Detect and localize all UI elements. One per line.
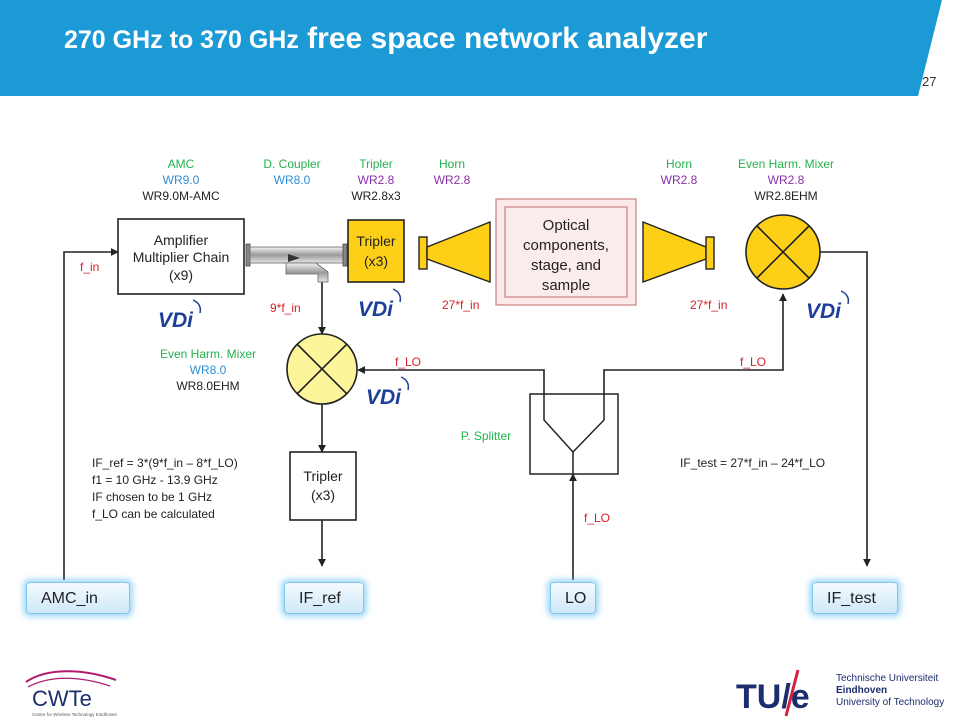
amc-in-port-label: AMC_in [41,590,98,607]
horn-1 [418,220,491,284]
header-band [0,0,942,96]
vdi-logo: VDi [158,299,202,332]
cwte-subtitle: Centre for Wireless Technology Eindhoven [32,712,117,717]
if-ref-port-label: IF_ref [299,590,341,607]
directional-coupler [245,243,348,283]
if-ref-notes: IF_ref = 3*(9*f_in – 8*f_LO) f1 = 10 GHz… [92,456,238,521]
tue-line: University of Technology [836,697,944,708]
horn-1-name: Horn [439,157,465,171]
signal-27f-in-left: 27*f_in [442,298,479,312]
coupler-name: D. Coupler [263,157,320,171]
if-test-port-button[interactable]: IF_test [812,582,898,614]
signal-f-in: f_in [80,260,99,274]
power-splitter [529,393,619,475]
page-number: 27 [922,74,937,89]
lo-port-label: LO [565,590,587,607]
horn-2-band: WR2.8 [661,173,698,187]
title-part: free space network analyzer [298,22,708,55]
title-part: 370 GHz [200,26,299,54]
title-part: to [162,26,201,54]
tue-line: Technische Universiteit [836,673,938,684]
amc-block: Amplifier Multiplier Chain (x9) [117,218,245,295]
horn-2 [642,220,715,284]
tripler-1-line: Tripler [356,233,395,249]
tripler-1-model: WR2.8x3 [351,189,401,203]
optics-line: sample [542,277,590,294]
vdi-logo: VDi [358,288,402,321]
signal-27f-in-right: 27*f_in [690,298,727,312]
if-test-note: IF_test = 27*f_in – 24*f_LO [680,456,825,470]
tripler-1-name: Tripler [359,157,393,171]
tue-wordmark: TU/e [736,678,810,716]
optics-line: Optical [543,217,590,234]
mixer-top [745,214,821,290]
tripler-1-band: WR2.8 [358,173,395,187]
vdi-logo: VDi [806,290,850,323]
signal-lines [63,248,871,580]
lo-port-button[interactable]: LO [550,582,596,614]
tripler-1-block: Tripler (x3) [347,219,405,283]
mixer-left-band: WR8.0 [190,363,227,377]
svg-text:VDi: VDi [358,298,394,321]
signal-f-lo-left: f_LO [395,355,421,369]
amc-name: AMC [168,157,195,171]
amc-model: WR9.0M-AMC [142,189,220,203]
tripler-1-line: (x3) [364,253,388,269]
line-lo-right [603,293,787,394]
amc-band: WR9.0 [163,173,200,187]
tripler-2-line: (x3) [311,487,335,503]
tue-logo: TU/e Technische Universiteit Eindhoven U… [736,669,944,717]
line-if-test [819,251,871,567]
note-line: IF chosen to be 1 GHz [92,490,212,504]
note-line: f1 = 10 GHz - 13.9 GHz [92,473,218,487]
signal-9f-in: 9*f_in [270,301,301,315]
cwte-wordmark: CWTe [32,686,92,711]
line-f-in [63,248,119,580]
if-test-port-label: IF_test [827,590,876,607]
optical-components-block: Optical components, stage, and sample [495,198,637,306]
optics-line: stage, and [531,257,601,274]
horn-1-band: WR2.8 [434,173,471,187]
tripler-2-line: Tripler [303,468,342,484]
optics-line: components, [523,237,609,254]
mixer-left-name: Even Harm. Mixer [160,347,256,361]
amc-line: (x9) [169,267,193,283]
signal-f-lo-bottom: f_LO [584,511,610,525]
splitter-name: P. Splitter [461,429,511,443]
mixer-top-name: Even Harm. Mixer [738,157,834,171]
note-line: f_LO can be calculated [92,507,215,521]
svg-text:VDi: VDi [158,309,194,332]
if-ref-port-button[interactable]: IF_ref [284,582,364,614]
mixer-left [286,333,358,405]
horn-2-name: Horn [666,157,692,171]
mixer-top-band: WR2.8 [768,173,805,187]
tripler-2-block: Tripler (x3) [289,451,357,521]
amc-line: Multiplier Chain [133,249,229,265]
mixer-top-model: WR2.8EHM [754,189,817,203]
note-line: IF_ref = 3*(9*f_in – 8*f_LO) [92,456,238,470]
title-part: 270 GHz [64,26,163,54]
cwte-logo: CWTe Centre for Wireless Technology Eind… [25,670,117,717]
svg-text:VDi: VDi [366,386,402,409]
page-title: 270 GHz to 370 GHz free space network an… [64,22,707,56]
mixer-left-model: WR8.0EHM [176,379,239,393]
signal-f-lo-right: f_LO [740,355,766,369]
tue-line: Eindhoven [836,685,887,696]
line-lo-left [357,366,545,394]
amc-in-port-button[interactable]: AMC_in [26,582,130,614]
coupler-band: WR8.0 [274,173,311,187]
vdi-logo: VDi [366,376,410,409]
amc-line: Amplifier [154,232,209,248]
svg-text:VDi: VDi [806,300,842,323]
